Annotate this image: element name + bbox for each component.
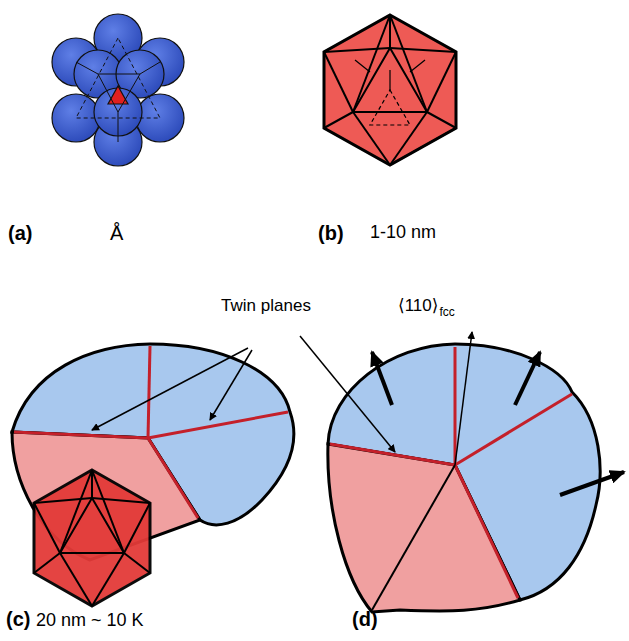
panel-label: (a) xyxy=(8,222,32,245)
sphere-cluster xyxy=(52,14,184,166)
callout-label: Twin planes xyxy=(218,296,314,316)
icosahedron xyxy=(324,15,456,165)
panel-label: (d) xyxy=(352,608,378,631)
twinned-particle-small xyxy=(12,344,294,606)
twinned-particle-large xyxy=(328,332,624,612)
leader-lines xyxy=(92,336,395,452)
scale-label: Å xyxy=(110,222,123,245)
panel-label: (c) xyxy=(6,608,30,631)
direction-label: ⟨110⟩ xyxy=(398,296,438,316)
panel-label: (b) xyxy=(318,222,344,245)
scale-label: 1-10 nm xyxy=(370,222,436,243)
direction-subscript: fcc xyxy=(439,306,454,320)
scale-label: 20 nm ~ 10 K xyxy=(36,610,144,631)
